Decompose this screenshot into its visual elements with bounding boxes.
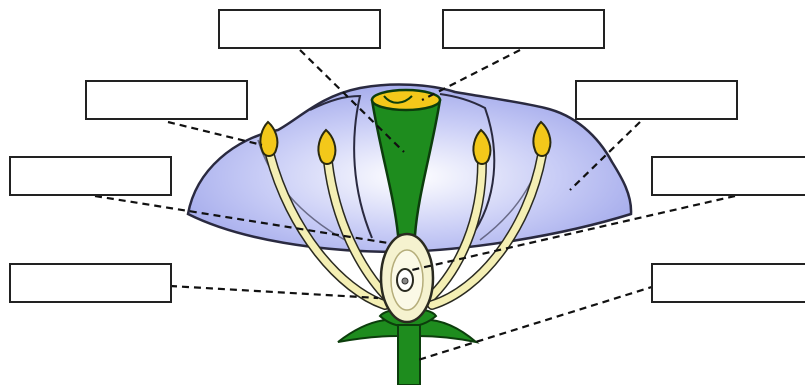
label-box-top-left[interactable]	[218, 9, 381, 49]
label-box-top-right[interactable]	[442, 9, 605, 49]
label-box-middle-left[interactable]	[9, 156, 172, 196]
label-box-upper-left[interactable]	[85, 80, 248, 120]
label-box-lower-right[interactable]	[651, 263, 805, 303]
ovule-center	[402, 278, 408, 284]
label-box-upper-right[interactable]	[575, 80, 738, 120]
anther-1	[260, 122, 277, 156]
label-box-middle-right[interactable]	[651, 156, 805, 196]
label-box-lower-left[interactable]	[9, 263, 172, 303]
stem	[398, 325, 420, 385]
